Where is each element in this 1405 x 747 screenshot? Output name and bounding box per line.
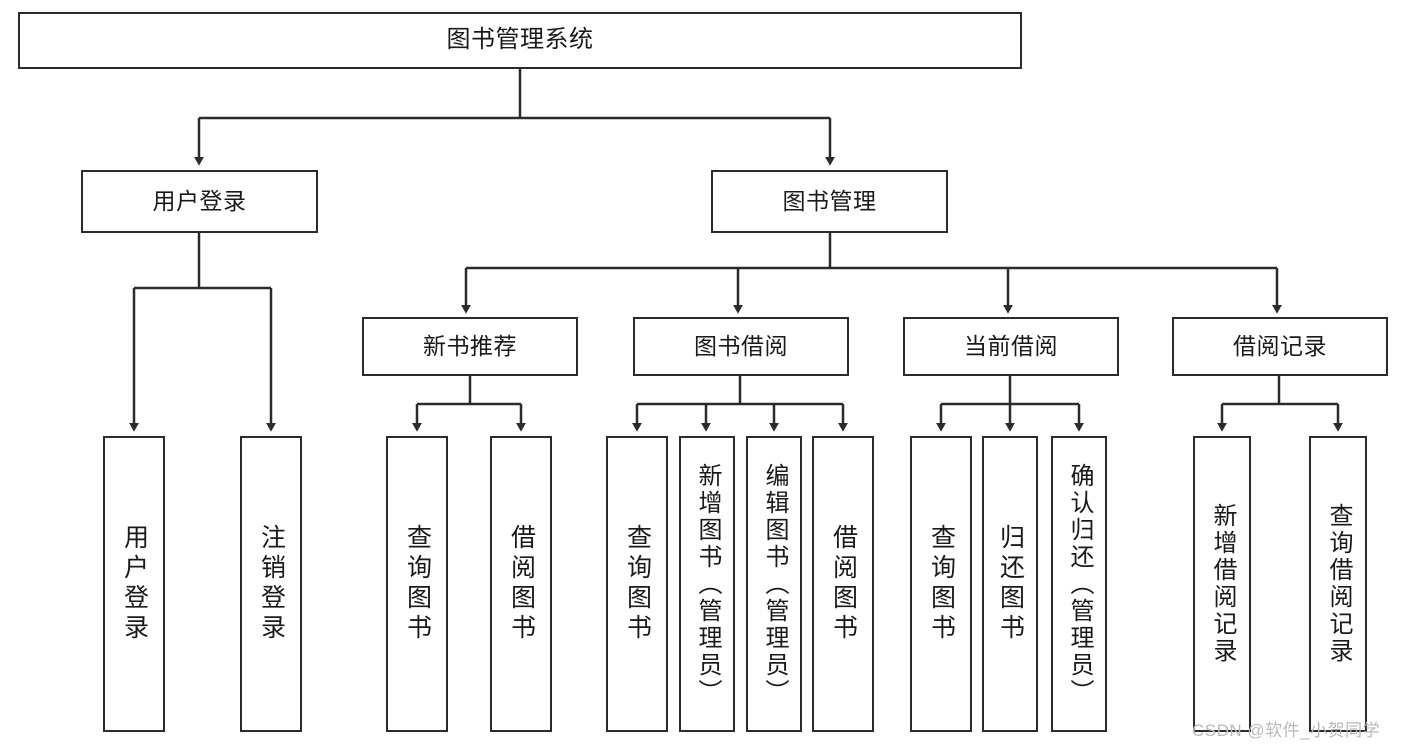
- leaf-borrow-borrow-books[interactable]: 借阅图书: [812, 436, 874, 732]
- leaf-current-confirm-return-admin[interactable]: 确认归还（管理员）: [1051, 436, 1107, 732]
- node-label: 借阅记录: [1233, 332, 1327, 359]
- node-user-login[interactable]: 用户登录: [81, 170, 318, 233]
- node-label: 归还图书: [996, 524, 1025, 644]
- node-label: 用户登录: [152, 187, 247, 214]
- node-label: 图书管理系统: [446, 26, 594, 54]
- leaf-current-query-books[interactable]: 查询图书: [910, 436, 972, 732]
- node-label: 查询图书: [927, 524, 956, 644]
- leaf-logout[interactable]: 注销登录: [240, 436, 302, 732]
- leaf-record-add-borrow-record[interactable]: 新增借阅记录: [1193, 436, 1251, 732]
- leaf-borrow-edit-book-admin[interactable]: 编辑图书（管理员）: [746, 436, 802, 732]
- node-label: 确认归还（管理员）: [1066, 462, 1093, 706]
- node-book-borrowing[interactable]: 图书借阅: [633, 317, 849, 376]
- leaf-recommend-borrow-books[interactable]: 借阅图书: [490, 436, 552, 732]
- leaf-user-login[interactable]: 用户登录: [103, 436, 165, 732]
- node-label: 用户登录: [120, 524, 149, 644]
- csdn-watermark: CSDN @软件_小贺同学: [1192, 721, 1381, 740]
- leaf-recommend-query-books[interactable]: 查询图书: [386, 436, 448, 732]
- node-label: 图书借阅: [694, 332, 788, 359]
- leaf-borrow-add-book-admin[interactable]: 新增图书（管理员）: [679, 436, 735, 732]
- node-label: 编辑图书（管理员）: [761, 462, 788, 706]
- node-label: 图书管理: [782, 187, 877, 214]
- node-label: 新增借阅记录: [1209, 503, 1236, 665]
- node-borrowing-records[interactable]: 借阅记录: [1172, 317, 1388, 376]
- node-new-book-recommendation[interactable]: 新书推荐: [362, 317, 578, 376]
- node-label: 借阅图书: [829, 524, 858, 644]
- node-label: 查询借阅记录: [1325, 503, 1352, 665]
- leaf-record-query-borrow-record[interactable]: 查询借阅记录: [1309, 436, 1367, 732]
- leaf-borrow-query-books[interactable]: 查询图书: [606, 436, 668, 732]
- node-label: 查询图书: [623, 524, 652, 644]
- node-root-book-management-system[interactable]: 图书管理系统: [18, 12, 1022, 69]
- node-label: 查询图书: [403, 524, 432, 644]
- leaf-current-return-books[interactable]: 归还图书: [982, 436, 1038, 732]
- node-label: 当前借阅: [964, 332, 1058, 359]
- node-label: 注销登录: [257, 524, 286, 644]
- node-book-management[interactable]: 图书管理: [711, 170, 948, 233]
- node-current-borrowing[interactable]: 当前借阅: [903, 317, 1119, 376]
- node-label: 新增图书（管理员）: [694, 462, 721, 706]
- node-label: 新书推荐: [423, 332, 517, 359]
- node-label: 借阅图书: [507, 524, 536, 644]
